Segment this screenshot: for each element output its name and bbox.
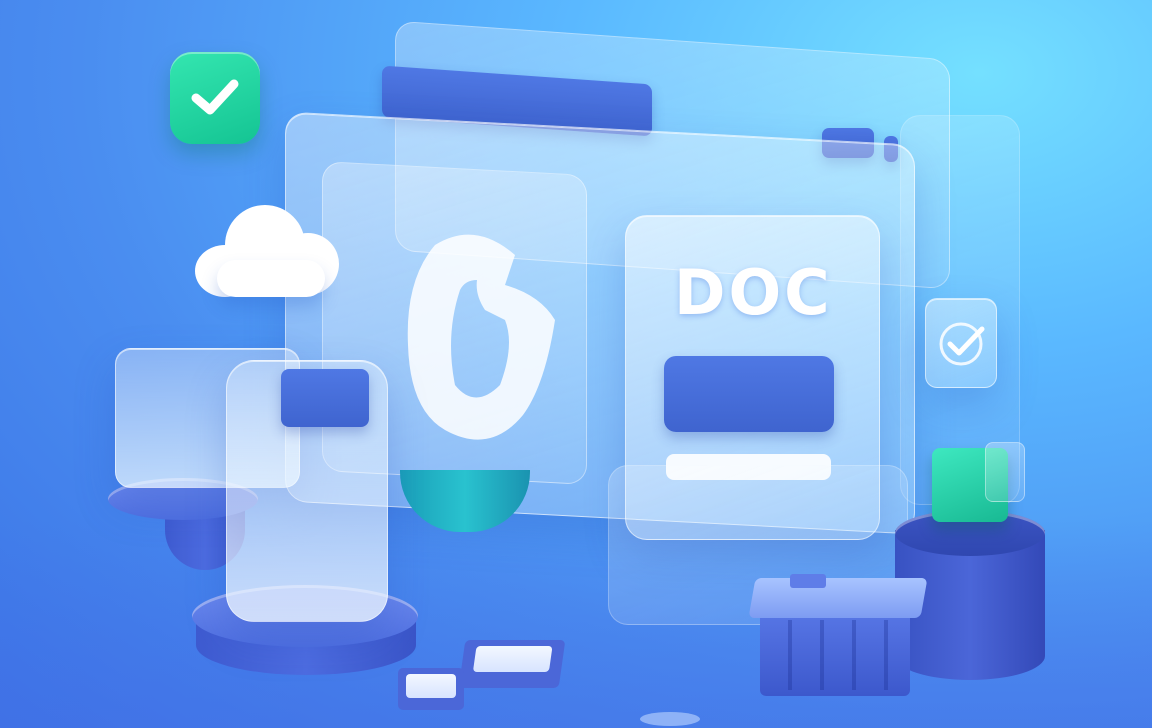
doc-card-primary-bar (664, 356, 834, 432)
check-circle-badge (925, 298, 997, 388)
right-side-glass (900, 115, 1020, 505)
floor-tile-small (398, 668, 464, 710)
tall-block-label-bar (281, 369, 369, 427)
doc-label: DOC (674, 256, 833, 329)
crate-handle (790, 574, 826, 588)
doc-card: DOC (625, 215, 880, 540)
storage-crate-lid (748, 578, 928, 618)
back-window-button-wide (822, 128, 874, 158)
storage-crate (760, 610, 910, 696)
tall-glass-block (226, 360, 388, 622)
floor-tile-large (458, 640, 566, 688)
doc-card-text-line (666, 454, 831, 480)
back-window-button-small (884, 136, 898, 162)
cloud-icon (195, 205, 345, 297)
floor-disc (640, 712, 700, 726)
check-circle-icon (939, 322, 985, 366)
check-badge (170, 52, 260, 144)
teal-cube (932, 448, 1008, 522)
small-glass-cube (985, 442, 1025, 502)
check-icon (191, 79, 239, 115)
file-glyph-icon (407, 234, 555, 440)
